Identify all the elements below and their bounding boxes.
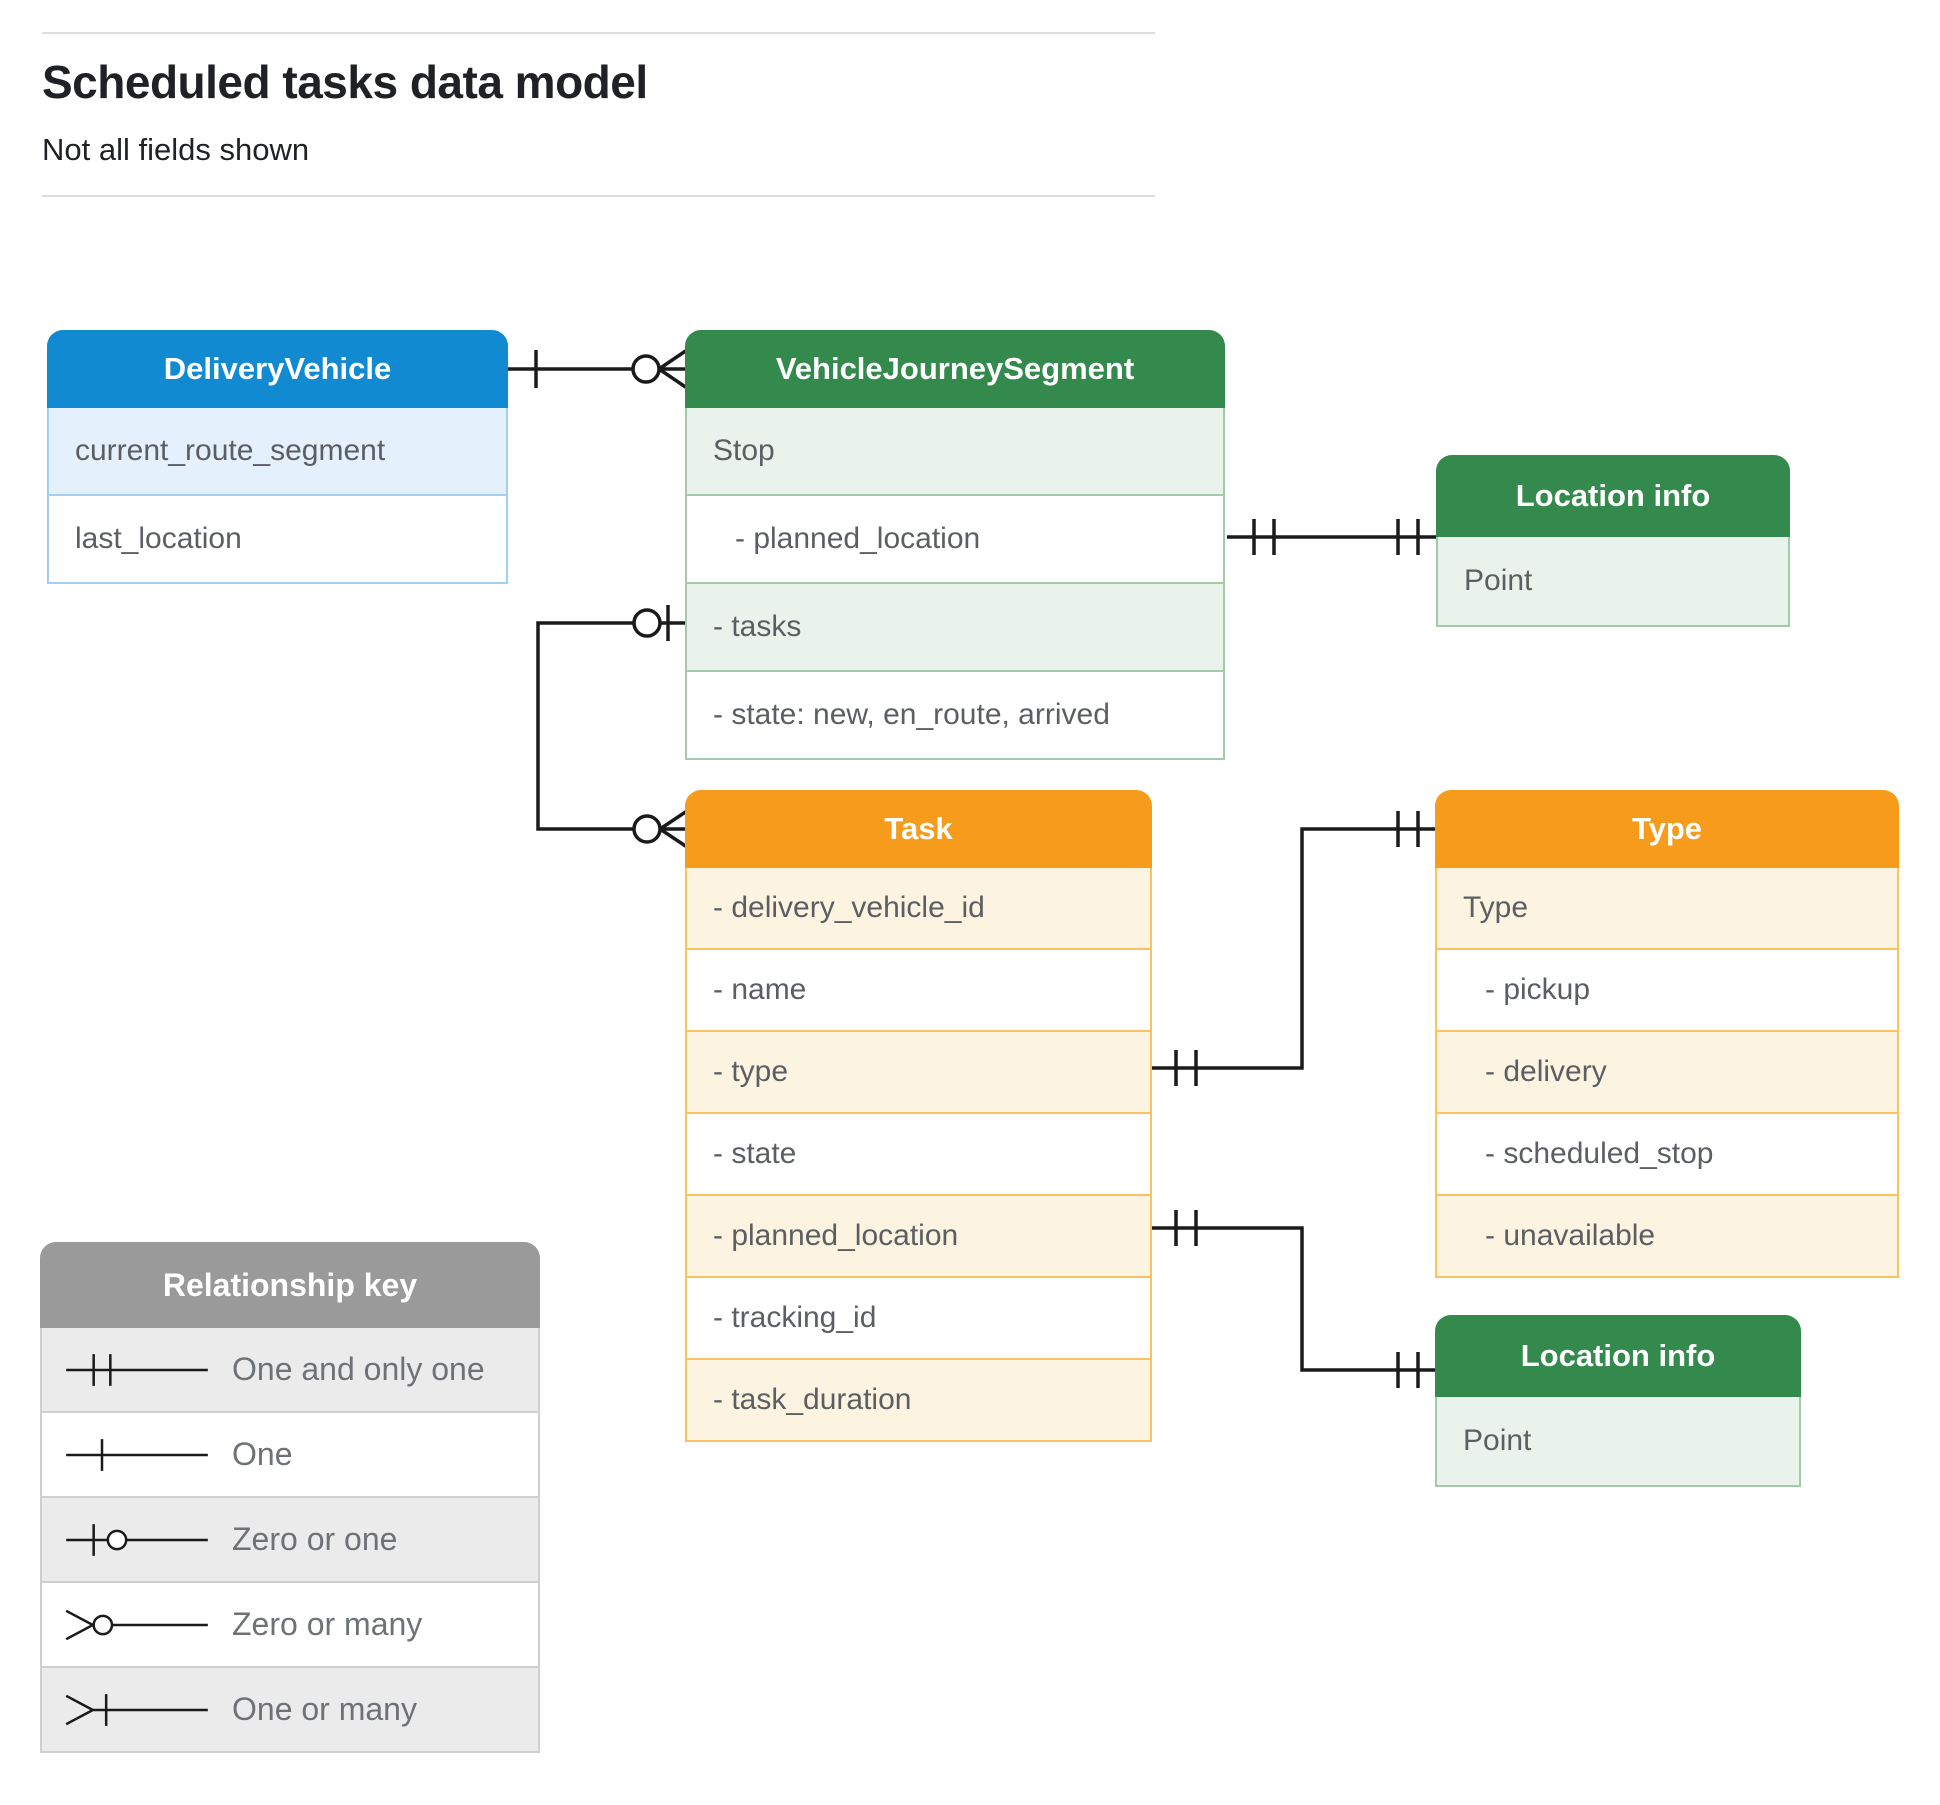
legend-relationship-key: Relationship key One and only one One	[40, 1242, 540, 1753]
entity-type-title: Type	[1435, 790, 1899, 868]
field-stop: Stop	[687, 408, 1223, 494]
field-pickup: - pickup	[1437, 948, 1897, 1030]
field-planned-location: - planned_location	[687, 494, 1223, 582]
entity-location-info-bottom-fields: Point	[1435, 1397, 1801, 1487]
entity-type-fields: Type - pickup - delivery - scheduled_sto…	[1435, 868, 1899, 1278]
field-state: - state: new, en_route, arrived	[687, 670, 1223, 758]
entity-location-info-top: Location info Point	[1436, 455, 1790, 627]
entity-task-fields: - delivery_vehicle_id - name - type - st…	[685, 868, 1152, 1442]
legend-item-one-or-many: One or many	[42, 1666, 538, 1751]
entity-vehicle-journey-segment-title: VehicleJourneySegment	[685, 330, 1225, 408]
legend-item-one-and-only-one: One and only one	[42, 1328, 538, 1411]
entity-location-info-top-title: Location info	[1436, 455, 1790, 537]
subtitle-divider	[42, 195, 1155, 197]
one-or-many-symbol	[65, 1693, 208, 1726]
connector-task-type	[1152, 811, 1437, 1086]
one-and-only-one-symbol	[66, 1353, 208, 1386]
entity-location-info-top-fields: Point	[1436, 537, 1790, 627]
zero-or-one-symbol	[66, 1523, 208, 1556]
entity-task: Task - delivery_vehicle_id - name - type…	[685, 790, 1152, 1442]
field-delivery-vehicle-id: - delivery_vehicle_id	[687, 868, 1150, 948]
entity-location-info-bottom: Location info Point	[1435, 1315, 1801, 1487]
connector-task-locationinfo	[1152, 1210, 1437, 1388]
field-task-duration: - task_duration	[687, 1358, 1150, 1440]
legend-label: One or many	[232, 1691, 417, 1727]
legend-label: One	[232, 1436, 293, 1472]
connector-deliveryvehicle-vehiclejourneysegment	[507, 348, 688, 390]
field-current-route-segment: current_route_segment	[49, 408, 506, 494]
legend-item-zero-or-many: Zero or many	[42, 1581, 538, 1666]
zero-or-many-symbol	[65, 1609, 208, 1640]
field-type-label: Type	[1437, 868, 1897, 948]
page-title: Scheduled tasks data model	[42, 56, 648, 108]
legend-title: Relationship key	[40, 1242, 540, 1328]
field-name: - name	[687, 948, 1150, 1030]
connector-vehiclejourneysegment-locationinfo	[1227, 519, 1436, 555]
field-tasks: - tasks	[687, 582, 1223, 670]
entity-type: Type Type - pickup - delivery - schedule…	[1435, 790, 1899, 1278]
entity-delivery-vehicle-title: DeliveryVehicle	[47, 330, 508, 408]
field-type: - type	[687, 1030, 1150, 1112]
entity-delivery-vehicle-fields: current_route_segment last_location	[47, 408, 508, 584]
legend-item-one: One	[42, 1411, 538, 1496]
entity-delivery-vehicle: DeliveryVehicle current_route_segment la…	[47, 330, 508, 584]
legend-label: Zero or many	[232, 1606, 423, 1642]
field-tracking-id: - tracking_id	[687, 1276, 1150, 1358]
field-point: Point	[1437, 1397, 1799, 1485]
entity-vehicle-journey-segment: VehicleJourneySegment Stop - planned_loc…	[685, 330, 1225, 760]
field-delivery: - delivery	[1437, 1030, 1897, 1112]
field-unavailable: - unavailable	[1437, 1194, 1897, 1276]
field-point: Point	[1438, 537, 1788, 625]
legend-label: Zero or one	[232, 1521, 398, 1557]
legend-label: One and only one	[232, 1351, 485, 1387]
legend-item-zero-or-one: Zero or one	[42, 1496, 538, 1581]
entity-vehicle-journey-segment-fields: Stop - planned_location - tasks - state:…	[685, 408, 1225, 760]
legend-items: One and only one One Zero or one	[40, 1328, 540, 1753]
top-divider	[42, 32, 1155, 34]
page-subtitle: Not all fields shown	[42, 132, 310, 167]
field-planned-location: - planned_location	[687, 1194, 1150, 1276]
field-scheduled-stop: - scheduled_stop	[1437, 1112, 1897, 1194]
entity-location-info-bottom-title: Location info	[1435, 1315, 1801, 1397]
connector-vehiclejourneysegment-task	[536, 605, 688, 849]
field-last-location: last_location	[49, 494, 506, 582]
field-state: - state	[687, 1112, 1150, 1194]
one-symbol	[66, 1438, 208, 1471]
entity-task-title: Task	[685, 790, 1152, 868]
